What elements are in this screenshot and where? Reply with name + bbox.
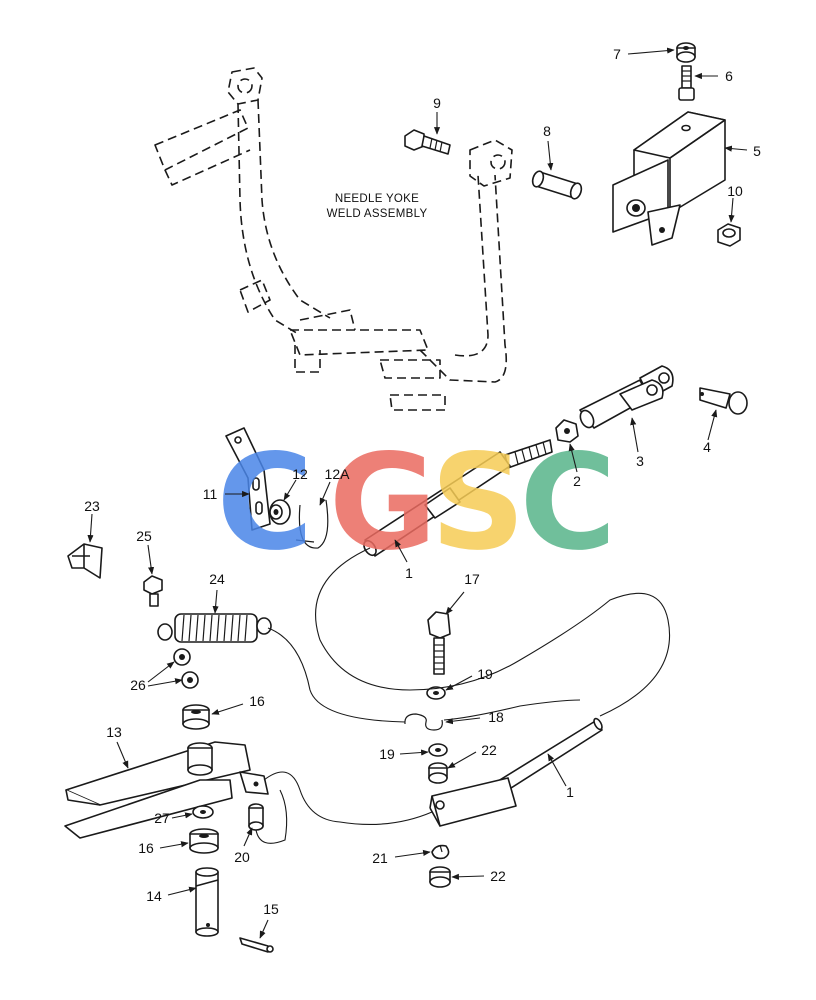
- assembly-label-line2: WELD ASSEMBLY: [327, 208, 428, 220]
- callout-22-lower: 22: [490, 868, 506, 884]
- part-8-bushing: [531, 170, 583, 200]
- watermark-letter-1: C: [217, 426, 314, 580]
- callout-7: 7: [613, 46, 621, 62]
- callout-16-upper: 16: [249, 693, 265, 709]
- part-22-nut-upper: [428, 762, 448, 784]
- callout-19-upper: 19: [477, 666, 493, 682]
- callout-20: 20: [234, 849, 250, 865]
- callout-27: 27: [154, 810, 170, 826]
- callout-12a: 12A: [325, 466, 351, 482]
- callout-26: 26: [130, 677, 146, 693]
- callout-10: 10: [727, 183, 743, 199]
- part-17-bolt: [427, 611, 451, 675]
- part-22-nut-lower: [429, 866, 451, 888]
- part-26-spacers: [173, 648, 199, 689]
- part-20-spacer: [248, 803, 264, 831]
- part-5-bracket: [612, 111, 726, 246]
- part-15-cotter-pin: [239, 937, 274, 953]
- callout-18: 18: [488, 709, 504, 725]
- callout-1-lower: 1: [566, 784, 574, 800]
- part-2-jam-nut: [555, 419, 579, 443]
- assembly-label-line1: NEEDLE YOKE: [335, 193, 419, 205]
- callout-24: 24: [209, 571, 225, 587]
- part-18-s-hook: [404, 713, 443, 731]
- part-19-washer-upper: [426, 686, 446, 700]
- part-16-bearing-lower: [189, 828, 219, 854]
- callout-15: 15: [263, 901, 279, 917]
- watermark-letter-2: G: [329, 426, 437, 580]
- part-11-strap: [225, 427, 271, 531]
- callout-numbers: 7 6 5 10 9 8 2 3 4 11 12 12A 1 23 25 24 …: [84, 46, 761, 917]
- part-3-clevis: [579, 365, 674, 429]
- watermark-letter-3: S: [430, 426, 525, 580]
- part-10-nut: [717, 223, 741, 247]
- part-14-shaft: [195, 867, 219, 937]
- callout-25: 25: [136, 528, 152, 544]
- callout-2: 2: [573, 473, 581, 489]
- callout-11: 11: [203, 486, 218, 502]
- part-1-cable-upper-end: [363, 439, 553, 557]
- part-6-bolt: [678, 65, 695, 101]
- part-24-spring: [157, 613, 272, 643]
- part-4-pin: [699, 387, 748, 415]
- callout-22-upper: 22: [481, 742, 497, 758]
- callout-9: 9: [433, 95, 441, 111]
- callout-12: 12: [292, 466, 308, 482]
- part-12a-u-clip: [295, 499, 329, 549]
- part-1-cable-lower-end: [429, 717, 603, 827]
- cable-lines: [255, 547, 670, 844]
- needle-yoke-weld-assembly-phantom: [154, 67, 513, 411]
- part-13-arm: [64, 741, 269, 839]
- callout-21: 21: [372, 850, 388, 866]
- callout-14: 14: [146, 888, 162, 904]
- callout-5: 5: [753, 143, 761, 159]
- callout-3: 3: [636, 453, 644, 469]
- part-23-clip: [67, 543, 103, 579]
- part-21-lock-washer: [431, 844, 450, 860]
- part-7-nut: [676, 42, 696, 63]
- part-12-grommet: [269, 499, 291, 525]
- part-16-bearing-upper: [182, 704, 210, 730]
- callout-4: 4: [703, 439, 711, 455]
- callout-16-lower: 16: [138, 840, 154, 856]
- callout-23: 23: [84, 498, 100, 514]
- part-19-washer-lower: [428, 743, 448, 757]
- callout-19-lower: 19: [379, 746, 395, 762]
- part-9-bolt: [404, 129, 451, 155]
- watermark-letter-4: C: [520, 426, 617, 580]
- callout-17: 17: [464, 571, 480, 587]
- callout-13: 13: [106, 724, 122, 740]
- callout-1-upper: 1: [405, 565, 413, 581]
- leader-lines: [87, 47, 748, 939]
- callout-6: 6: [725, 68, 733, 84]
- watermark: C G S C: [217, 426, 617, 580]
- part-27-washer: [192, 805, 214, 819]
- callout-8: 8: [543, 123, 551, 139]
- part-25-screw: [143, 575, 163, 607]
